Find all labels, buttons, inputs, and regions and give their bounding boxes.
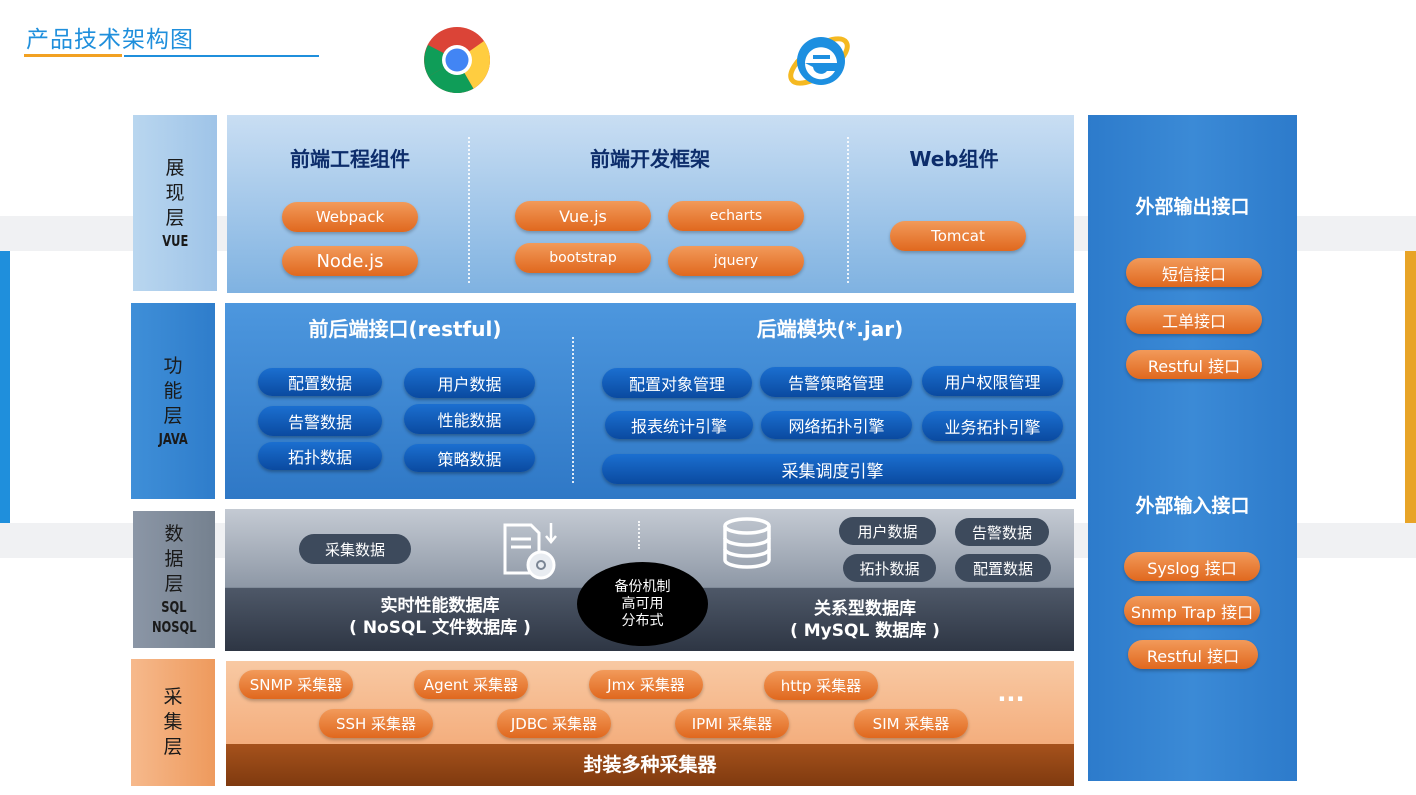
layer-label-data: 数 据 层 SQL NOSQL [133,511,215,648]
heading-external-input: 外部输入接口 [1135,495,1250,517]
pill-policy-data: 策略数据 [404,444,535,472]
chrome-icon [422,25,492,95]
right-accent-bar [1405,251,1416,523]
pill-vuejs: Vue.js [515,201,651,231]
pill-syslog-interface: Syslog 接口 [1124,552,1260,581]
pill-echarts: echarts [668,201,804,231]
pill-config-object-mgmt: 配置对象管理 [602,368,752,398]
function-panel: 前后端接口(restful) 后端模块(*.jar) 配置数据 用户数据 告警数… [225,303,1076,499]
layer-label-function: 功 能 层 JAVA [131,303,215,499]
collect-panel: SNMP 采集器 Agent 采集器 Jmx 采集器 http 采集器 SSH … [226,661,1074,786]
ie-icon [783,25,857,95]
page-title: 产品技术架构图 [26,27,194,53]
pill-nodejs: Node.js [282,246,418,276]
divider [468,137,470,283]
pill-rel-config-data: 配置数据 [955,554,1051,582]
left-accent-bar [0,251,10,523]
pill-business-topo-engine: 业务拓扑引擎 [922,411,1063,441]
pill-restful-out-interface: Restful 接口 [1126,350,1262,379]
heading-external-output: 外部输出接口 [1135,196,1250,218]
pill-network-topo-engine: 网络拓扑引擎 [761,411,912,439]
pill-alarm-policy-mgmt: 告警策略管理 [760,367,912,397]
pill-jquery: jquery [668,246,804,276]
external-interface-panel [1088,115,1297,781]
presentation-panel: 前端工程组件 前端开发框架 Web组件 Webpack Node.js Vue.… [227,115,1074,293]
pill-bootstrap: bootstrap [515,243,651,273]
pill-agent-collector: Agent 采集器 [414,670,528,699]
pill-ssh-collector: SSH 采集器 [319,709,433,738]
collect-footer: 封装多种采集器 [226,744,1074,786]
pill-sms-interface: 短信接口 [1126,258,1262,287]
pill-snmp-collector: SNMP 采集器 [239,670,353,699]
pill-rel-user-data: 用户数据 [839,517,936,545]
title-underline-orange [24,54,122,57]
more-indicator: ... [997,679,1025,707]
pill-restful-in-interface: Restful 接口 [1128,640,1258,669]
pill-report-engine: 报表统计引擎 [605,411,753,439]
database-icon [722,517,772,569]
pill-jmx-collector: Jmx 采集器 [589,670,703,699]
pill-user-data: 用户数据 [404,368,535,398]
pill-collect-scheduler-engine: 采集调度引擎 [602,454,1063,484]
pill-collect-data: 采集数据 [299,534,411,564]
pill-webpack: Webpack [282,202,418,232]
layer-label-presentation: 展 现 层 VUE [133,115,217,291]
pill-rel-alarm-data: 告警数据 [955,518,1049,546]
heading-backend-modules: 后端模块(*.jar) [756,317,904,341]
layer-label-collect: 采 集 层 [131,659,215,786]
pill-perf-data: 性能数据 [404,404,535,434]
pill-jdbc-collector: JDBC 采集器 [497,709,611,738]
heading-frontend-engineering: 前端工程组件 [290,147,410,171]
pill-alarm-data: 告警数据 [258,406,382,436]
pill-config-data: 配置数据 [258,368,382,396]
heading-frontend-framework: 前端开发框架 [590,147,710,171]
realtime-db-title: 实时性能数据库 ( NoSQL 文件数据库 ) [349,596,531,638]
pill-snmp-trap-interface: Snmp Trap 接口 [1124,596,1260,625]
pill-user-permission-mgmt: 用户权限管理 [922,366,1063,396]
title-underline-blue [124,55,319,57]
pill-http-collector: http 采集器 [764,671,878,700]
relational-db-title: 关系型数据库 ( MySQL 数据库 ) [790,599,940,641]
divider [638,521,640,549]
backup-ellipse: 备份机制 高可用 分布式 [577,562,708,646]
divider [847,137,849,283]
pill-ipmi-collector: IPMI 采集器 [675,709,789,738]
pill-tomcat: Tomcat [890,221,1026,251]
file-disk-icon [501,519,561,581]
pill-rel-topo-data: 拓扑数据 [843,554,936,582]
pill-sim-collector: SIM 采集器 [854,709,968,738]
heading-web-components: Web组件 [909,147,999,171]
pill-ticket-interface: 工单接口 [1126,305,1262,334]
divider [572,337,574,483]
heading-frontend-backend-api: 前后端接口(restful) [308,317,502,341]
pill-topo-data: 拓扑数据 [258,442,382,470]
